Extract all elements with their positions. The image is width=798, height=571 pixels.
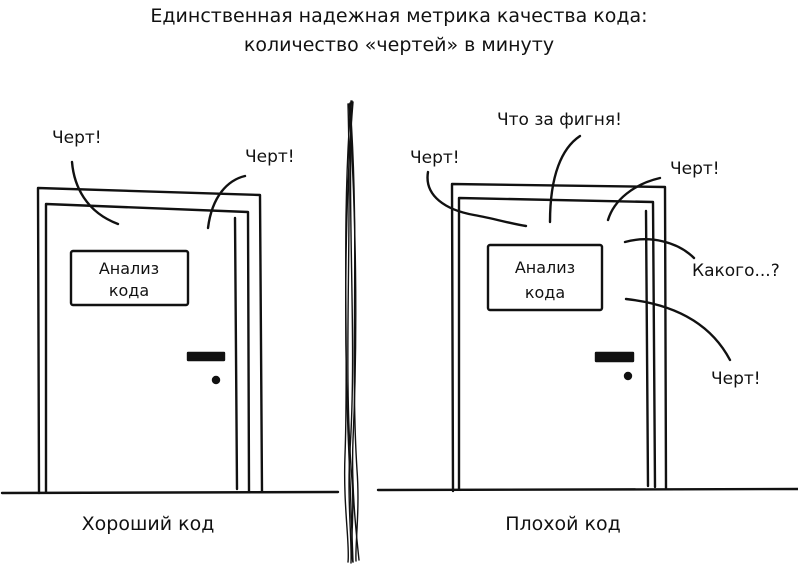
door-handle — [594, 351, 635, 363]
sign-line-2: кода — [109, 281, 149, 300]
keyhole — [211, 375, 221, 385]
exclamation-what-the: Какого...? — [692, 261, 780, 281]
sign-line-1: Анализ — [99, 259, 159, 278]
exclamation-damn: Черт! — [711, 369, 761, 389]
code-review-sign — [486, 243, 604, 312]
door-handle — [186, 351, 226, 362]
exclamation-damn: Черт! — [410, 148, 460, 168]
keyhole — [623, 371, 633, 381]
code-review-sign — [69, 249, 190, 307]
sign-line-2: кода — [525, 283, 565, 302]
exclamation-wtf: Что за фигня! — [497, 110, 622, 130]
caption-good-code: Хороший код — [82, 513, 215, 535]
exclamation-damn: Черт! — [52, 128, 102, 148]
good-code-door — [0, 160, 340, 495]
exclamation-damn: Черт! — [245, 147, 295, 167]
title-line-1: Единственная надежная метрика качества к… — [150, 5, 648, 27]
exclamation-damn: Черт! — [670, 159, 720, 179]
bad-code-door — [376, 134, 798, 493]
title-line-2: количество «чертей» в минуту — [243, 34, 555, 56]
sign-line-1: Анализ — [515, 258, 575, 277]
panel-divider — [343, 100, 360, 564]
caption-bad-code: Плохой код — [505, 513, 621, 535]
